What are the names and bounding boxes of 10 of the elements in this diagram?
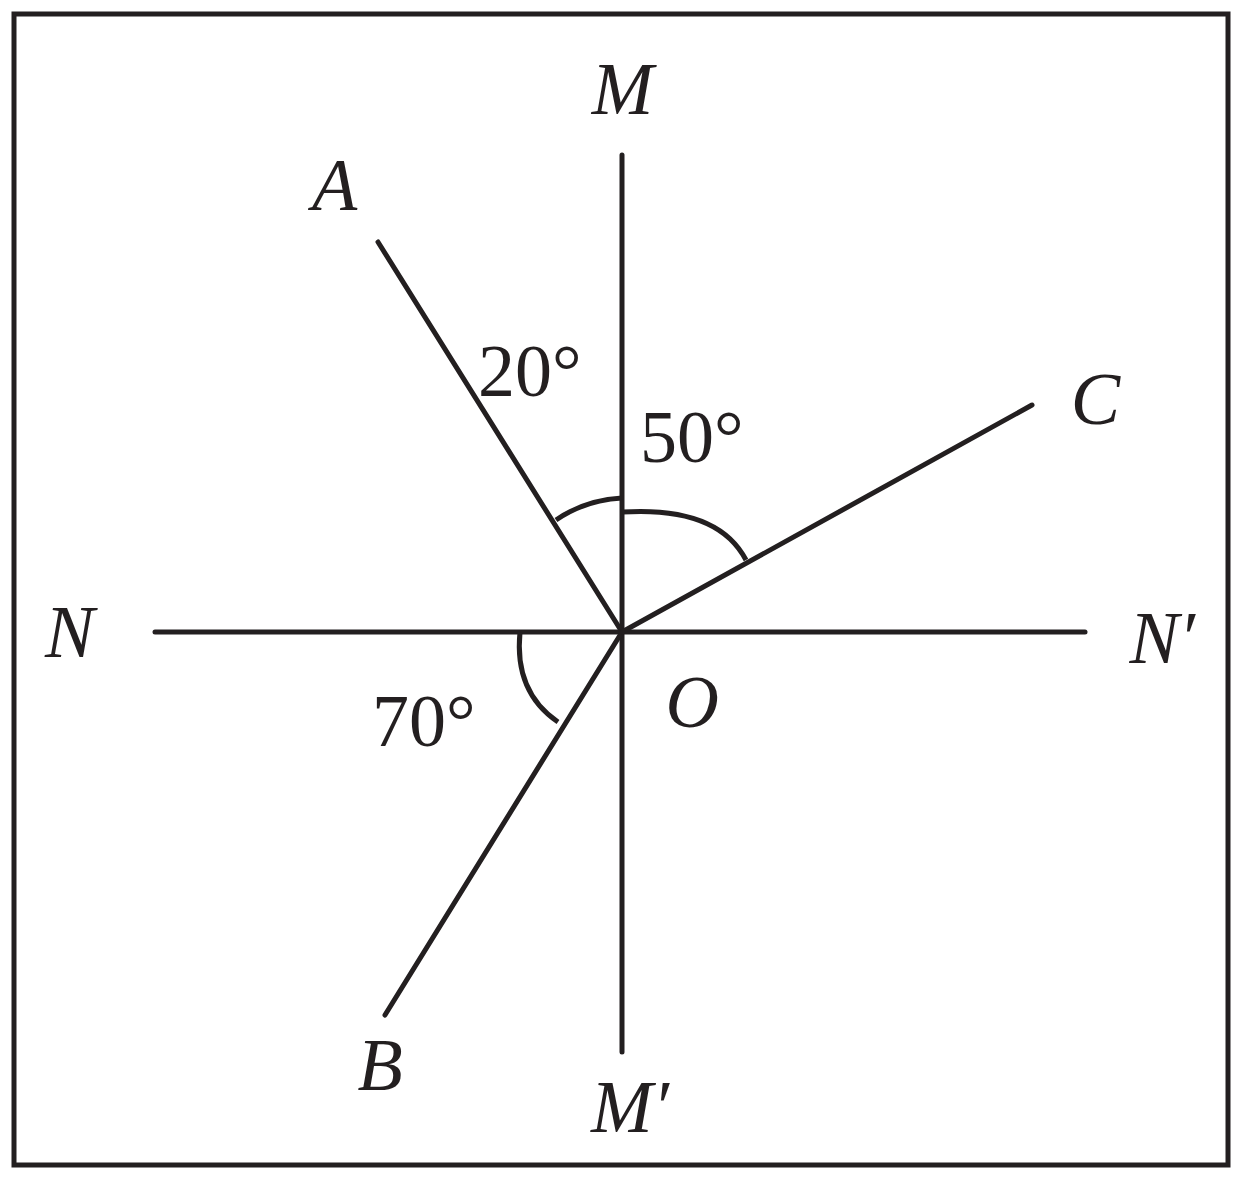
point-label: B xyxy=(357,1028,403,1102)
point-label: N′ xyxy=(1129,601,1195,675)
point-label: O xyxy=(665,665,719,739)
angle-label: 50° xyxy=(640,400,744,474)
point-label: C xyxy=(1070,362,1120,436)
point-label: M′ xyxy=(591,1070,669,1144)
angle-label: 70° xyxy=(372,684,476,758)
angle-label: 20° xyxy=(478,334,582,408)
line-segment xyxy=(152,629,1088,635)
line-segment xyxy=(619,152,625,1055)
